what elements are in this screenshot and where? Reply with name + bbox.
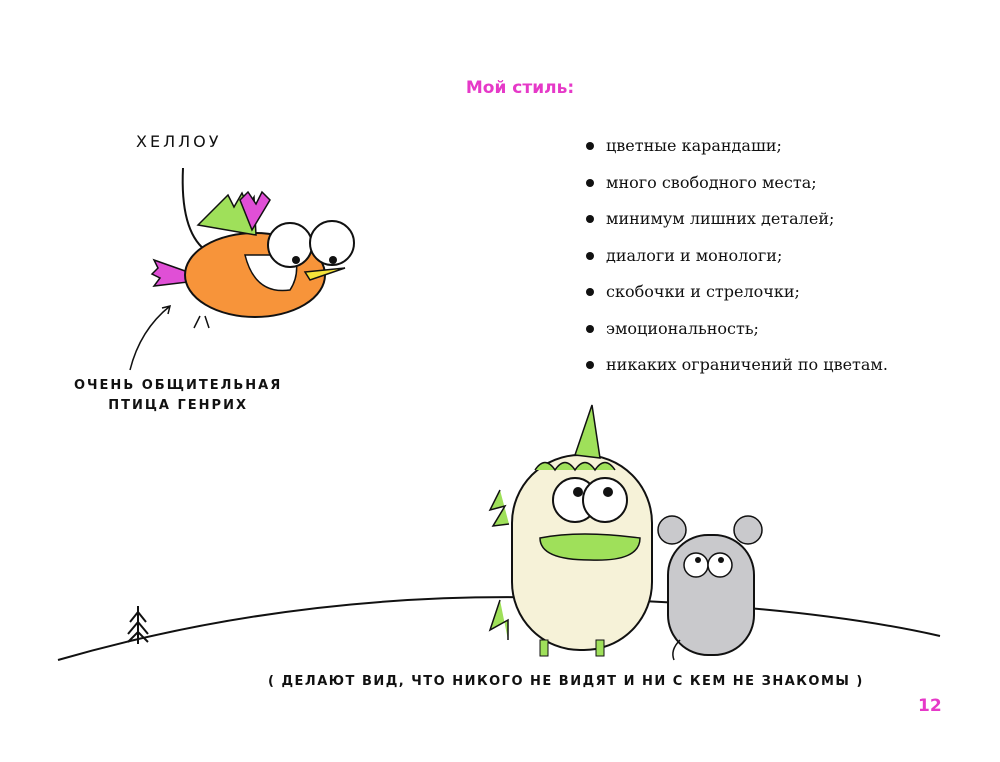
unicorn-character (488, 404, 653, 657)
bottom-caption: ( ДЕЛАЮТ ВИД, ЧТО НИКОГО НЕ ВИДЯТ И НИ С… (268, 674, 864, 689)
list-item-text: никаких ограничений по цветам. (606, 355, 888, 374)
bird-caption-line1: ОЧЕНЬ ОБЩИТЕЛЬНАЯ (74, 378, 283, 393)
list-item-text: скобочки и стрелочки; (606, 282, 800, 301)
list-item: эмоциональность; (584, 319, 888, 356)
list-item-text: эмоциональность; (606, 318, 759, 338)
bullet-icon (586, 251, 594, 260)
page-number: 12 (918, 696, 942, 716)
bullet-icon (586, 215, 594, 223)
bullet-icon (586, 142, 594, 150)
bullet-icon (586, 178, 594, 187)
list-item: цветные карандаши; (584, 136, 888, 173)
list-item: минимум лишних деталей; (584, 209, 888, 246)
bullet-icon (586, 324, 594, 333)
tree-icon (127, 606, 149, 644)
list-item-text: много свободного места; (606, 172, 817, 192)
style-list: цветные карандаши; много свободного мест… (584, 136, 888, 392)
list-item: никаких ограничений по цветам. (584, 355, 888, 392)
bullet-icon (586, 361, 594, 369)
list-item-text: минимум лишних деталей; (606, 209, 835, 228)
section-title: Мой стиль: (465, 78, 575, 98)
bullet-icon (586, 288, 594, 296)
list-item: диалоги и монологи; (584, 246, 888, 283)
list-item: много свободного места; (584, 173, 888, 210)
bird-henry (129, 167, 355, 371)
mouse-character (657, 515, 763, 661)
list-item: скобочки и стрелочки; (584, 282, 888, 319)
speech-text: ХЕЛЛОУ (136, 132, 222, 151)
bird-caption-line2: ПТИЦА ГЕНРИХ (108, 398, 248, 413)
bird-caption: ОЧЕНЬ ОБЩИТЕЛЬНАЯ ПТИЦА ГЕНРИХ (74, 376, 282, 416)
list-item-text: диалоги и монологи; (606, 245, 783, 265)
list-item-text: цветные карандаши; (606, 136, 782, 155)
